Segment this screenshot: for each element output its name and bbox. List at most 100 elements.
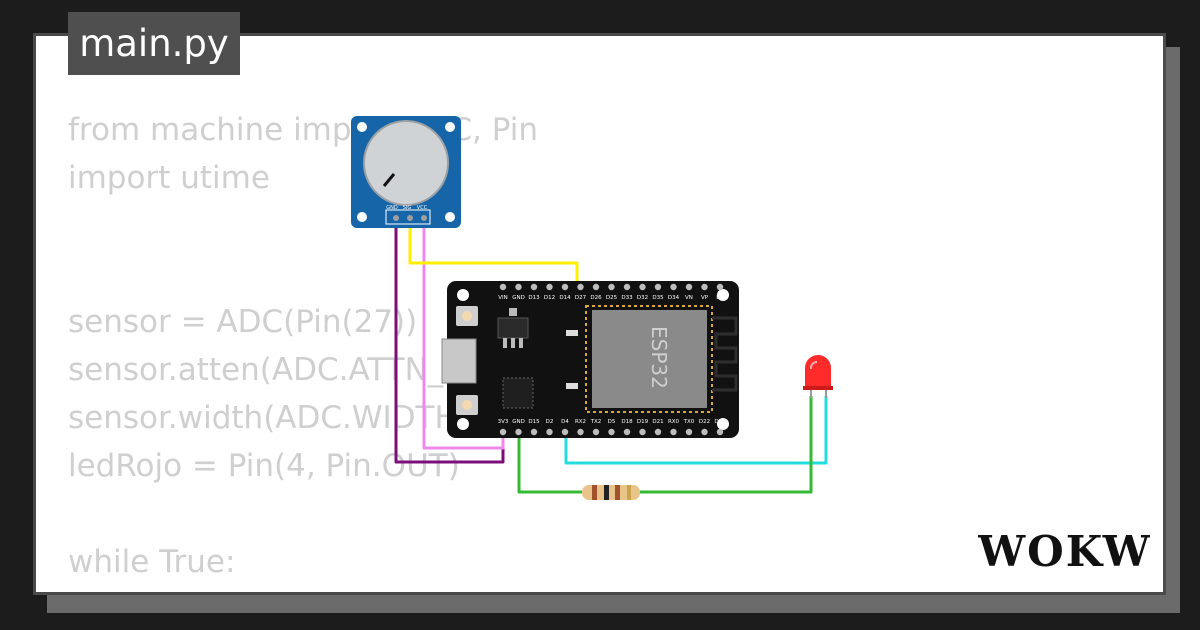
code-line: while True:	[68, 544, 236, 580]
esp32-pin-gnd[interactable]	[515, 428, 522, 436]
voltage-regulator	[497, 317, 529, 339]
esp32-pin-label: D18	[621, 419, 633, 425]
resistor[interactable]	[582, 485, 640, 500]
esp32-pin-label: D23	[714, 419, 726, 425]
esp32-pin-d33[interactable]	[623, 283, 631, 291]
esp32-pin-rx0[interactable]	[670, 428, 677, 436]
esp32-pin-d23[interactable]	[716, 428, 724, 436]
mount-hole	[357, 122, 367, 132]
esp32-pin-d13[interactable]	[530, 283, 538, 291]
code-line: sensor = ADC(Pin(27))	[68, 304, 418, 340]
pot-pin-sig[interactable]	[407, 215, 413, 221]
file-tab-main[interactable]: main.py	[68, 12, 240, 75]
esp32-pin-label: D32	[637, 295, 648, 301]
regulator-pin	[511, 338, 515, 348]
resistor-band	[604, 485, 609, 500]
esp32-pin-rx2[interactable]	[577, 428, 584, 436]
esp32-pin-label: TX0	[683, 419, 695, 425]
esp32-pin-label: D19	[637, 419, 649, 425]
esp32-pin-vn[interactable]	[685, 283, 693, 291]
esp32-pin-label: D27	[575, 295, 587, 301]
esp32-pin-d5[interactable]	[608, 428, 615, 436]
button-cap	[462, 311, 472, 321]
esp32-pin-label: D15	[528, 419, 540, 425]
esp32-pin-en[interactable]	[716, 283, 724, 291]
esp32-pin-d25[interactable]	[608, 283, 615, 291]
esp32-pin-tx2[interactable]	[592, 428, 600, 436]
esp32-pin-d22[interactable]	[701, 428, 708, 436]
pot-pin-label: VCC	[417, 205, 428, 211]
esp32-pin-label: D26	[590, 295, 602, 301]
usb-port	[441, 338, 477, 384]
pot-pin-label: SIG	[403, 205, 412, 211]
antenna	[712, 316, 738, 392]
mount-hole	[717, 418, 729, 430]
code-line: ledRojo = Pin(4, Pin.OUT)	[68, 448, 460, 484]
wire-sig-pot[interactable]	[408, 218, 579, 285]
potentiometer[interactable]: GND SIG VCC	[351, 116, 461, 228]
esp32-pin-d26[interactable]	[592, 283, 600, 291]
mount-hole	[357, 212, 367, 222]
usb-chip	[502, 377, 534, 409]
esp32-pin-label: D34	[668, 295, 680, 301]
pot-pin-label: GND	[386, 205, 398, 211]
module-pads	[585, 305, 713, 413]
mount-hole	[445, 122, 455, 132]
esp32-pin-label: GND	[512, 295, 525, 301]
esp32-pin-d12[interactable]	[546, 283, 553, 291]
esp32-pin-tx0[interactable]	[685, 428, 693, 436]
esp32-pin-d18[interactable]	[623, 428, 631, 436]
esp32-pin-d14[interactable]	[561, 283, 569, 291]
esp32-pin-label: EN	[716, 295, 724, 301]
resistor-band	[615, 485, 620, 500]
mount-hole	[457, 418, 469, 430]
esp32-pin-vin[interactable]	[499, 283, 507, 291]
led-highlight	[809, 360, 818, 370]
regulator-tab	[509, 308, 517, 316]
esp32-pin-label: D21	[652, 419, 663, 425]
esp32-pin-d35[interactable]	[654, 283, 662, 291]
esp32-pin-d34[interactable]	[670, 283, 677, 291]
led-red[interactable]	[803, 355, 833, 398]
esp32-pin-label: D2	[546, 419, 554, 425]
wire-resistor-left[interactable]	[517, 432, 582, 494]
esp32-pin-label: D25	[606, 295, 618, 301]
esp32-pin-label: D13	[528, 295, 540, 301]
esp32-pin-gnd[interactable]	[515, 283, 522, 291]
potentiometer-knob[interactable]	[363, 120, 449, 206]
esp32-pin-3v3[interactable]	[499, 428, 507, 436]
mount-hole	[445, 212, 455, 222]
esp32-pin-d27[interactable]	[577, 283, 584, 291]
esp32-pin-d2[interactable]	[546, 428, 553, 436]
pot-pin-gnd[interactable]	[393, 215, 399, 221]
esp32-pin-vp[interactable]	[701, 283, 708, 291]
regulator-pin	[503, 338, 507, 348]
esp32-pin-label: TX2	[590, 419, 602, 425]
esp32-pin-d32[interactable]	[639, 283, 646, 291]
resistor-band	[627, 485, 631, 500]
wire-led[interactable]	[564, 396, 828, 465]
wokwi-logo-text: WOKWi	[978, 527, 1150, 576]
code-line: import utime	[68, 160, 270, 196]
pin-header	[385, 209, 431, 225]
mount-hole	[457, 289, 469, 301]
esp32-pin-d15[interactable]	[530, 428, 538, 436]
wire-resistor-right[interactable]	[640, 396, 813, 494]
esp32-pin-d19[interactable]	[639, 428, 646, 436]
esp32-pin-label: VN	[685, 295, 693, 301]
esp32-pin-d4[interactable]	[561, 428, 569, 436]
smd-component	[566, 383, 578, 389]
esp32-pin-d21[interactable]	[654, 428, 662, 436]
mount-hole	[717, 289, 729, 301]
esp32-pin-label: RX2	[575, 419, 586, 425]
knob-indicator	[382, 173, 396, 187]
wokwi-logo: WOKWi	[978, 527, 1150, 576]
wire-vcc-pot[interactable]	[422, 218, 505, 450]
pot-pin-vcc[interactable]	[421, 215, 427, 221]
button-cap	[462, 400, 472, 410]
